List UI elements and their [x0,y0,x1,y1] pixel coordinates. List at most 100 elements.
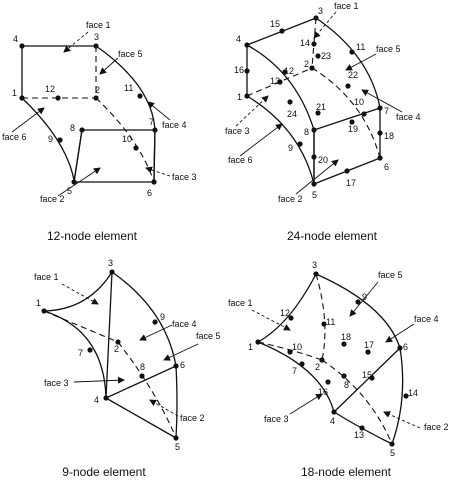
node-label: 13 [270,76,280,86]
edge [391,347,404,445]
node-label: 2 [95,85,100,95]
node-label: 1 [237,92,242,102]
node-label: 6 [384,162,389,172]
face-arrow [349,281,379,317]
face-arrow [61,283,99,305]
edge [257,273,317,343]
node-label: 6 [180,360,185,370]
node [397,345,403,351]
node [279,28,285,34]
face-label: face 2 [424,422,449,432]
node-label: 7 [384,106,389,116]
edge [73,129,83,183]
face-label: face 1 [334,1,359,11]
node-label: 11 [356,42,365,52]
panel-24-node: 4 3 15 16 1 2 14 11 13 12 23 22 24 21 10… [225,1,421,204]
node-label: 12 [284,66,294,76]
node [287,99,293,105]
node [311,127,317,133]
face-label: face 1 [86,20,111,30]
face-arrow [235,95,269,127]
face-label: face 3 [44,378,69,388]
node-label: 2 [114,344,119,354]
node-label: 8 [344,380,349,390]
node-label: 4 [330,416,335,426]
face-arrow [11,107,45,133]
node [287,349,293,355]
edge [175,365,178,439]
node-label: 20 [318,155,328,165]
node [133,145,139,151]
node [299,361,305,367]
node-label: 10 [292,342,302,352]
node-label: 4 [236,34,241,44]
node [19,95,25,101]
node-label: 24 [287,109,297,119]
node-label: 16 [318,387,328,397]
face-arrow [239,123,283,157]
node [377,105,383,111]
caption-24-node: 24-node element [287,229,378,243]
node-label: 1 [36,298,41,308]
node-label: 8 [70,123,75,133]
node-label: 7 [78,348,83,358]
face-arrow [57,167,101,197]
node [137,93,143,99]
hidden-edge [43,310,119,343]
node [311,154,317,160]
node [19,43,25,49]
node-label: 4 [94,395,99,405]
node-label: 7 [292,366,297,376]
node [309,65,315,71]
edge [111,271,177,367]
face-label: face 4 [172,319,197,329]
node-label: 9 [48,134,53,144]
node-label: 3 [108,258,113,268]
face-label: face 4 [414,314,439,324]
edge [315,17,381,109]
node [315,53,321,59]
node-label: 10 [122,134,132,144]
node [341,341,347,347]
node [55,95,61,101]
node-label: 8 [304,127,309,137]
face-arrow [147,101,171,121]
node [103,395,109,401]
node-label: 9 [160,312,165,322]
panel-9-node: 1 3 2 9 7 8 6 4 5 face 1 face 4 face 5 f… [34,258,221,452]
edge [246,44,315,131]
node-label: 6 [147,188,152,198]
node [244,42,250,48]
node [365,349,371,355]
node [297,141,303,147]
node-label: 17 [364,340,374,350]
node-label: 14 [300,38,310,48]
node-label: 22 [348,70,358,80]
face-arrow [63,31,89,53]
node-label: 6 [403,342,408,352]
face-arrow [295,159,339,195]
node-label: 23 [321,51,331,61]
face-label: face 5 [118,49,143,59]
face-label: face 5 [378,270,403,280]
hidden-edge [311,67,381,159]
node [173,363,179,369]
face-arrow [383,411,421,429]
node-label: 9 [288,143,293,153]
node-label: 18 [341,332,351,342]
face-arrow [385,323,415,343]
panel-12-node: 4 3 1 2 12 11 8 7 9 10 5 6 face 1 face 5… [2,20,197,204]
face-arrow [289,393,323,415]
node [139,373,145,379]
node-label: 17 [346,178,356,188]
node [369,375,375,381]
face-label: face 1 [34,272,59,282]
node-label: 11 [124,83,133,93]
node-label: 3 [312,260,317,270]
node-label: 19 [348,124,358,134]
node-label: 8 [140,362,145,372]
edge [257,341,335,413]
node [87,347,93,353]
node [115,339,121,345]
caption-12-node: 12-node element [47,229,138,243]
